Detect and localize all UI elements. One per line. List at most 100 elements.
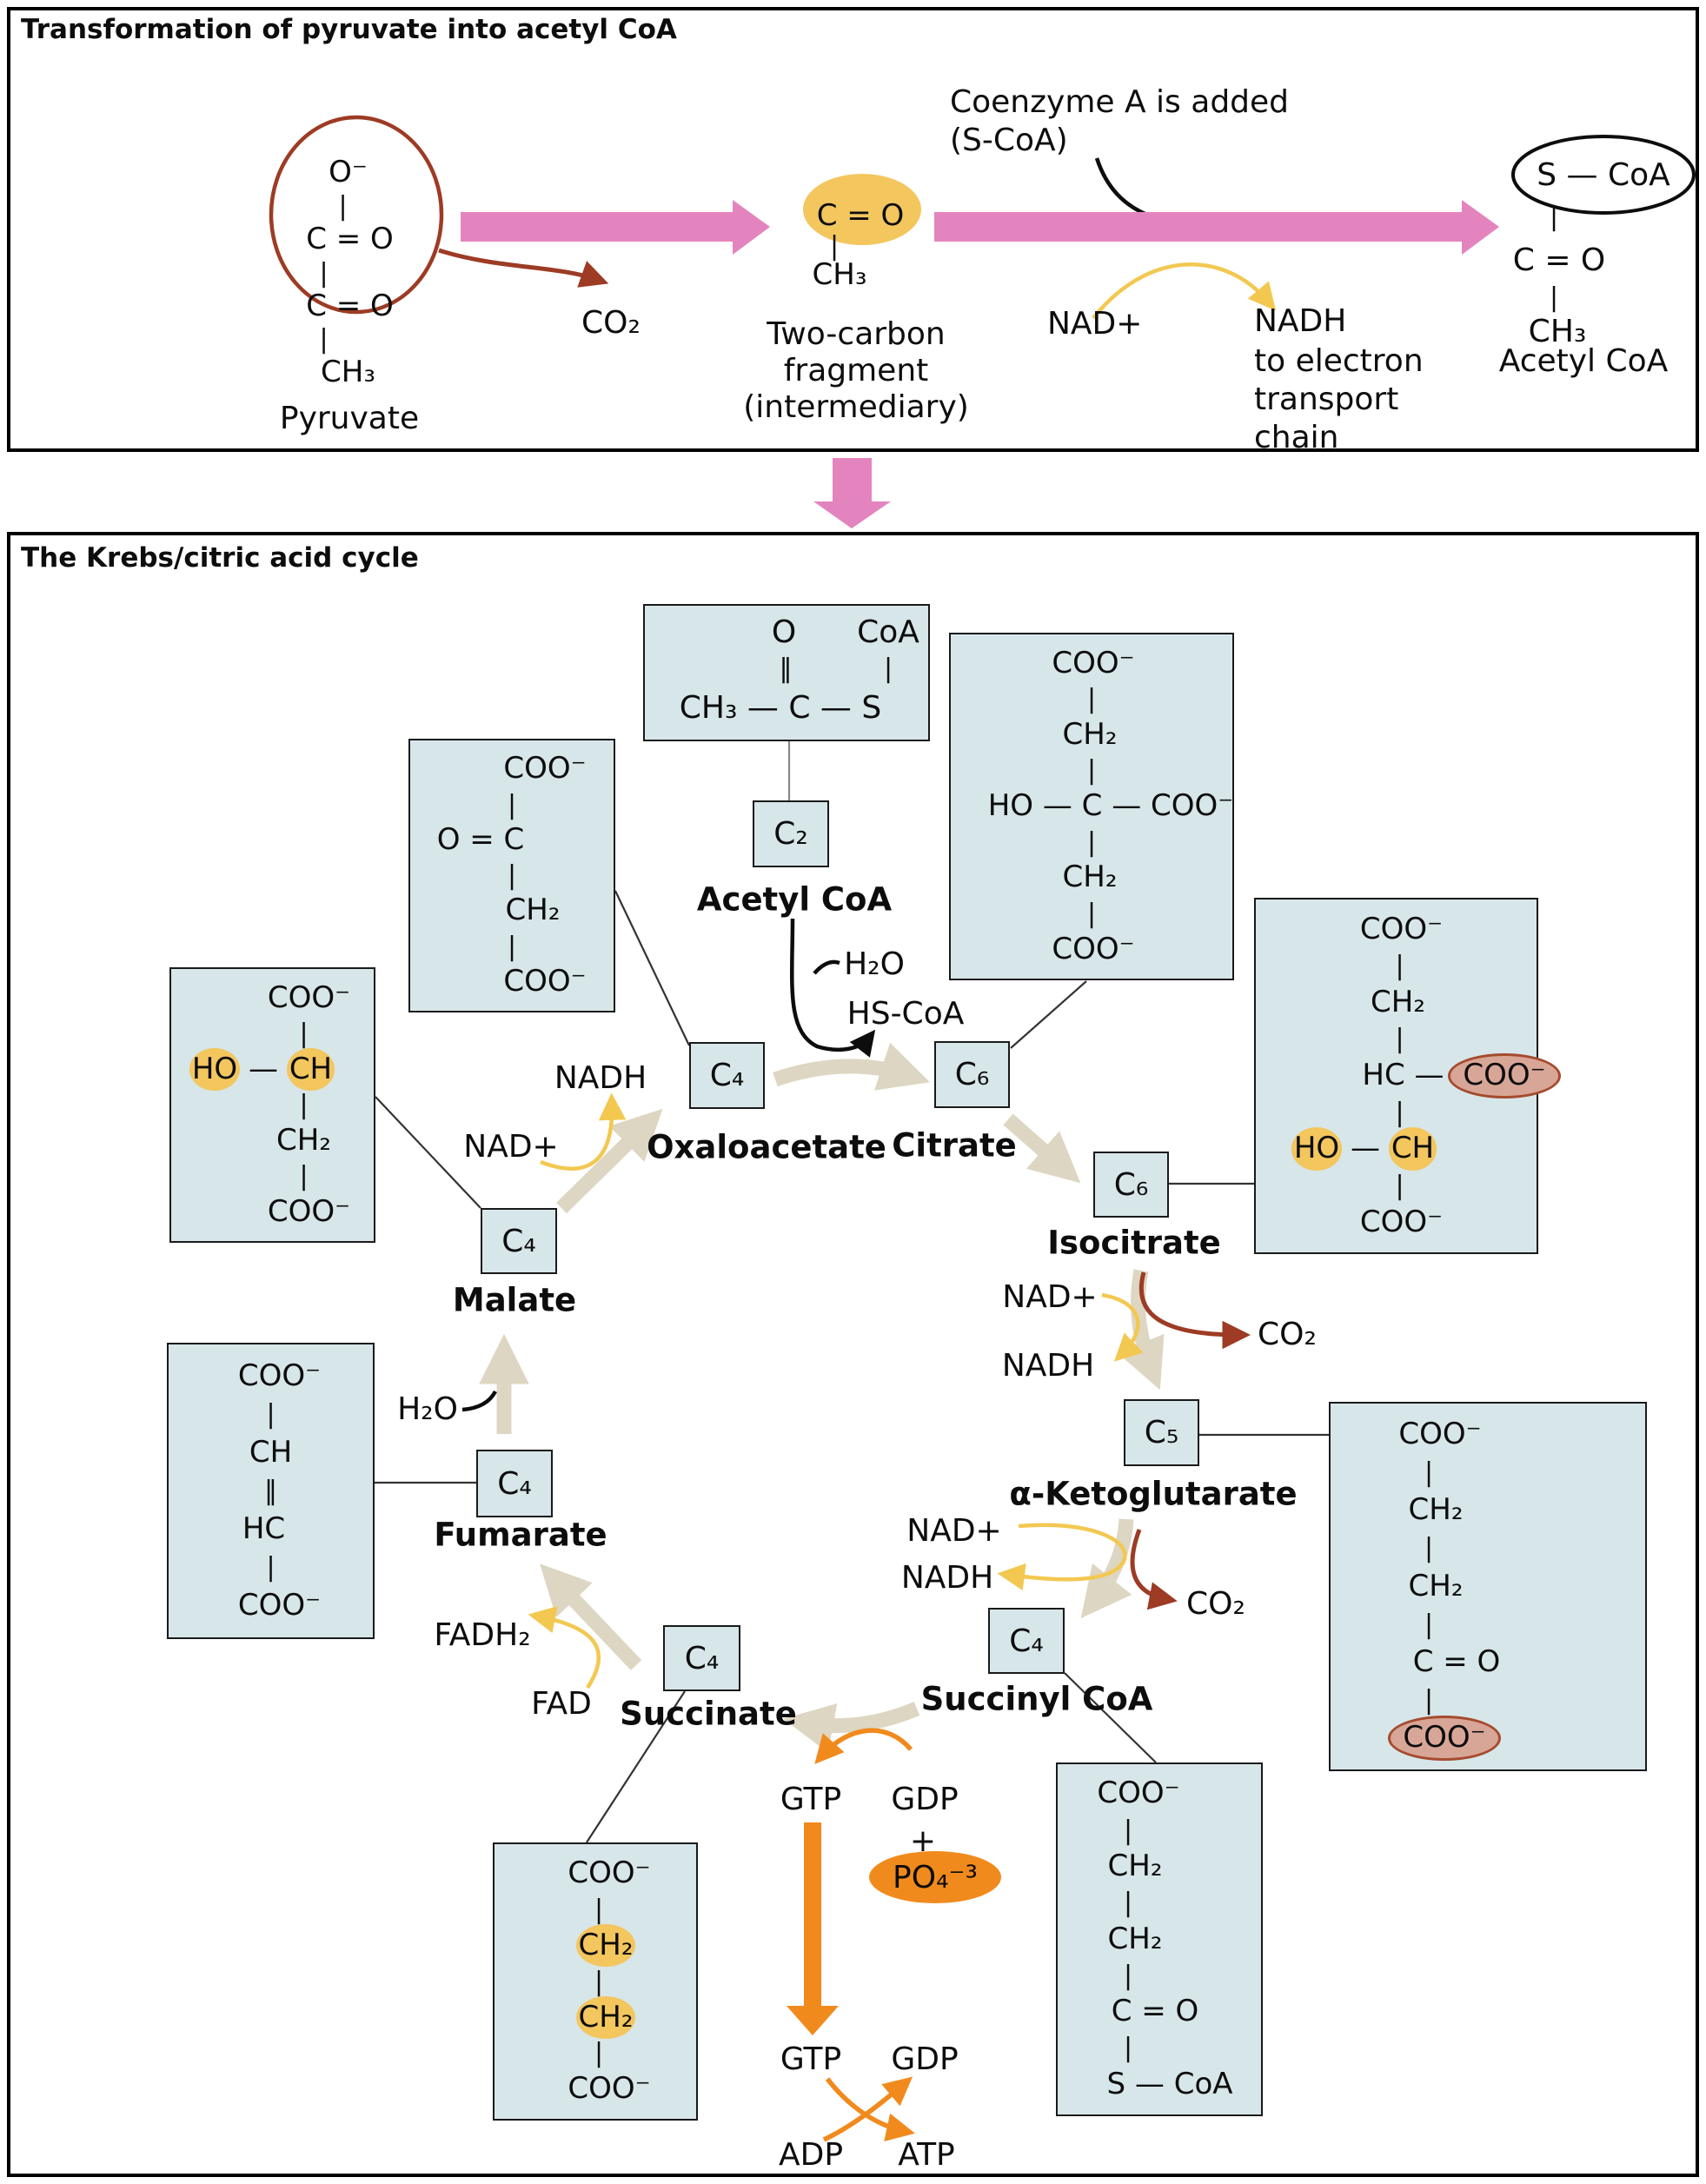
citrate-structure-bond-3: | (1086, 755, 1097, 787)
atom-text: CH₂ (1107, 1921, 1163, 1956)
adp: ADP (778, 2137, 844, 2173)
oxaloacetate-structure-bond-5: | (507, 931, 517, 962)
atom-text: COO⁻ (1359, 911, 1444, 946)
acetylcoa-top-label: Acetyl CoA (1498, 343, 1669, 379)
co2-isocitrate: CO₂ (1258, 1317, 1317, 1352)
yellow-highlight: CH (1388, 1127, 1437, 1171)
alpha-ketoglutarate-structure-bond-5: | (1424, 1609, 1434, 1640)
isocitrate-structure-row-2: CH₂ (1371, 984, 1425, 1019)
top-panel-title: Transformation of pyruvate into acetyl C… (21, 14, 677, 45)
akg-label: α-Ketoglutarate (1009, 1475, 1298, 1513)
alpha-ketoglutarate-structure-bond-1: | (1424, 1457, 1434, 1489)
two-carbon-caption-2: fragment (783, 353, 929, 388)
acetylbox-ch3cs: CH₃ — C — S (679, 690, 882, 726)
pyruvate-structure-bond-1: | (338, 190, 348, 222)
isocitrate-label: Isocitrate (1047, 1224, 1221, 1262)
alpha-ketoglutarate-structure-row-4: CH₂ (1409, 1570, 1464, 1603)
pyruvate-structure-bond-5: | (319, 324, 329, 355)
atom-text: O⁻ (329, 155, 368, 190)
acetylcoa-label: Acetyl CoA (696, 880, 893, 919)
nadh-top-4: chain (1254, 420, 1339, 455)
atom-text: CH₂ (1408, 1492, 1464, 1528)
co2-akg: CO₂ (1186, 1586, 1245, 1622)
coenzyme-note-2: (S-CoA) (950, 123, 1068, 158)
acetylbox-coa: CoA (857, 614, 919, 650)
node-c6-isocitrate: C₆ (1093, 1152, 1169, 1218)
atom-text: C = O (1111, 1994, 1199, 2029)
succinylcoa-structure-bond-1: | (1123, 1815, 1133, 1846)
fumarate-structure-row-2: CH (249, 1437, 292, 1469)
succinylcoa-structure-row-0: COO⁻ (1097, 1778, 1179, 1809)
pyruvate-label: Pyruvate (279, 401, 420, 436)
isocitrate-structure-bond-7: | (1395, 1170, 1404, 1201)
nadh-top-3: transport (1254, 382, 1399, 417)
malate-structure-bond-3: | (299, 1090, 309, 1120)
fumarate-structure-bond-1: | (266, 1399, 275, 1430)
isocitrate-structure-bond-5: | (1395, 1097, 1404, 1128)
pyruvate-structure-bond-3: | (319, 257, 329, 289)
pyruvate-structure-row-4: C = O (306, 288, 394, 323)
atom-text: CH₂ (1062, 716, 1118, 752)
atom-text: COO⁻ (267, 979, 351, 1015)
two-carbon-caption-3: (intermediary) (743, 389, 969, 425)
succinylcoa-structure-row-6: C = O (1111, 1994, 1199, 2029)
acetyl-top-ch3: CH₃ (1528, 314, 1587, 349)
yellow-highlight: CH (286, 1047, 335, 1092)
malate-structure-bond-1: | (299, 1019, 309, 1049)
two-carbon-structure-row-2: CH₃ (813, 260, 867, 291)
atom-text: C = O (306, 221, 394, 256)
isocitrate-structure-row-8: COO⁻ (1359, 1204, 1444, 1239)
fadh2: FADH₂ (434, 1617, 531, 1653)
atom-text: C = O (306, 288, 394, 323)
alpha-ketoglutarate-structure-row-8: COO⁻ (1388, 1716, 1501, 1761)
atom-text: C = O (816, 197, 905, 233)
atom-text: COO⁻ (568, 2071, 651, 2107)
succinylcoa-structure: COO⁻|CH₂|CH₂|C = O|S — CoA (1056, 1762, 1263, 2116)
atom-text: CH₂ (1371, 984, 1425, 1019)
citrate-structure-row-2: CH₂ (1062, 716, 1118, 752)
citrate-label: Citrate (892, 1126, 1017, 1165)
succinylcoa-structure-row-8: S — CoA (1107, 2068, 1233, 2101)
h2o-acetyl: H₂O (844, 946, 905, 982)
atom-text: CH₃ (321, 355, 375, 390)
nadh-top-2: to electron (1254, 343, 1424, 379)
citrate-structure-bond-7: | (1086, 898, 1097, 929)
alpha-ketoglutarate-structure-row-6: C = O (1413, 1646, 1501, 1678)
malate-structure-row-6: COO⁻ (268, 1196, 350, 1228)
alpha-ketoglutarate-structure-bond-3: | (1424, 1533, 1434, 1564)
fumarate-label: Fumarate (434, 1516, 607, 1554)
fumarate-structure-bond-5: | (266, 1552, 275, 1583)
two-carbon-caption-1: Two-carbon (767, 316, 946, 352)
atom-text: HC — (1362, 1058, 1454, 1093)
acetyl-top-co: C = O (1512, 242, 1606, 278)
nad-malate: NAD+ (463, 1129, 559, 1165)
node-c6-citrate: C₆ (934, 1041, 1010, 1108)
acetylcoa-structure-box (643, 604, 930, 741)
malate-structure-row-2: HO — CH (189, 1047, 335, 1092)
acetylbox-sbond: | (883, 654, 893, 684)
citrate-structure-bond-1: | (1086, 684, 1097, 715)
atom-text: COO⁻ (1359, 1204, 1444, 1239)
yellow-highlight: CH₂ (575, 1995, 636, 2040)
atom-text: COO⁻ (503, 963, 587, 999)
oxaloacetate-label: Oxaloacetate (647, 1128, 886, 1166)
succinylcoa-structure-row-2: CH₂ (1108, 1850, 1163, 1882)
fumarate-structure-row-0: COO⁻ (238, 1360, 321, 1392)
node-c2: C₂ (753, 800, 829, 867)
nad-akg: NAD+ (906, 1513, 1002, 1549)
atom-text: CH (249, 1434, 293, 1470)
co2-top: CO₂ (581, 305, 641, 341)
atom-text: CH₂ (505, 893, 561, 928)
succinylcoa-structure-row-4: CH₂ (1107, 1921, 1163, 1956)
fumarate-structure-row-4: HC (242, 1513, 285, 1545)
acetyl-top-bond-2: | (1549, 282, 1559, 313)
atom-text: COO⁻ (1097, 1776, 1180, 1811)
yellow-highlight: CH₂ (575, 1923, 636, 1968)
succinylcoa-label: Succinyl CoA (920, 1680, 1153, 1718)
gtp-2: GTP (780, 2041, 842, 2077)
fumarate-structure-row-6: COO⁻ (238, 1590, 321, 1622)
succinylcoa-structure-bond-7: | (1123, 2033, 1133, 2064)
citrate-structure-row-4: HO — C — COO⁻ (988, 790, 1234, 822)
oxaloacetate-structure-row-0: COO⁻ (503, 753, 586, 785)
